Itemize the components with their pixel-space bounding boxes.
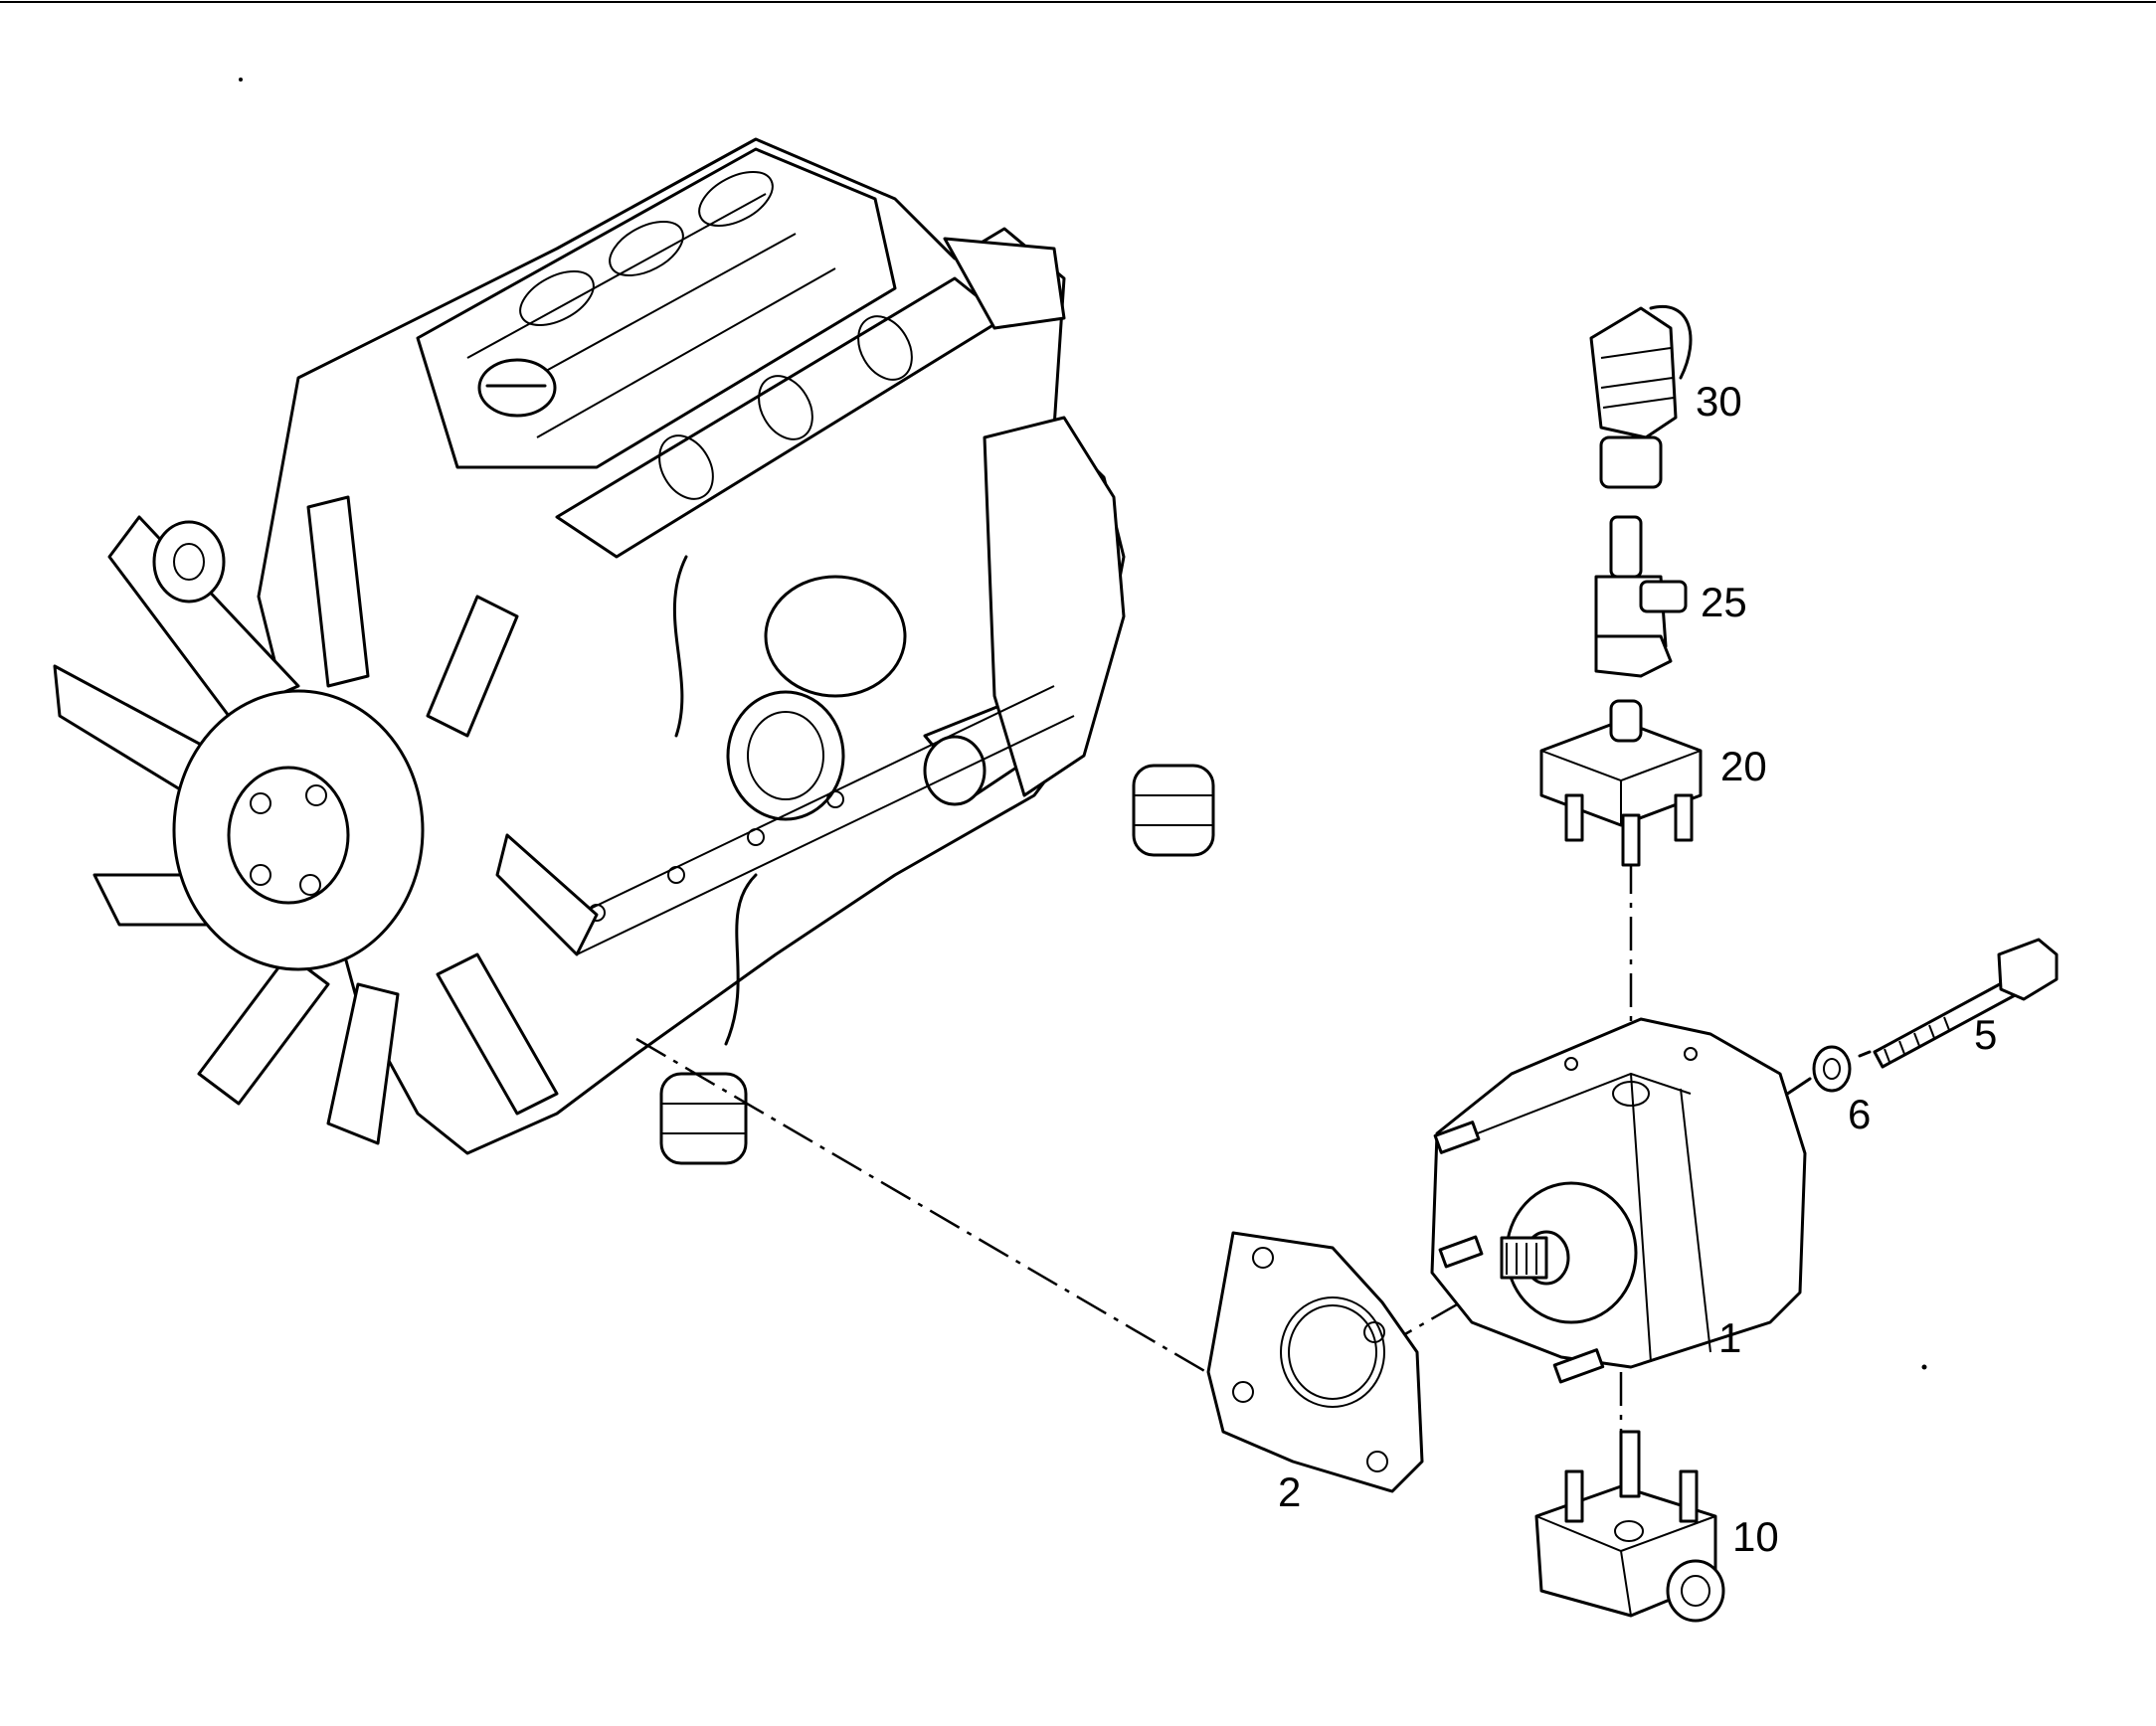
callout-30: 30 bbox=[1696, 378, 1742, 425]
callout-2: 2 bbox=[1278, 1468, 1301, 1515]
speck bbox=[239, 78, 243, 82]
part-gasket-flange bbox=[1206, 1231, 1424, 1493]
part-adapter-block-top bbox=[1539, 699, 1703, 867]
callout-25: 25 bbox=[1701, 579, 1747, 625]
part-bolt bbox=[1873, 938, 2059, 1069]
callout-20: 20 bbox=[1720, 743, 1767, 789]
part-hydraulic-pump bbox=[1430, 1017, 1807, 1384]
callout-1: 1 bbox=[1718, 1314, 1741, 1361]
callout-5: 5 bbox=[1974, 1011, 1997, 1058]
part-tee-fitting bbox=[1594, 515, 1688, 678]
part-adapter-block-bottom bbox=[1534, 1430, 1725, 1623]
cooling-fan bbox=[53, 495, 599, 1145]
speck bbox=[1921, 1364, 1927, 1370]
part-washer bbox=[1812, 1045, 1852, 1093]
part-pressure-switch bbox=[1589, 305, 1693, 489]
callout-10: 10 bbox=[1732, 1513, 1779, 1560]
engine-assembly bbox=[257, 137, 1215, 1165]
callout-6: 6 bbox=[1848, 1091, 1871, 1137]
